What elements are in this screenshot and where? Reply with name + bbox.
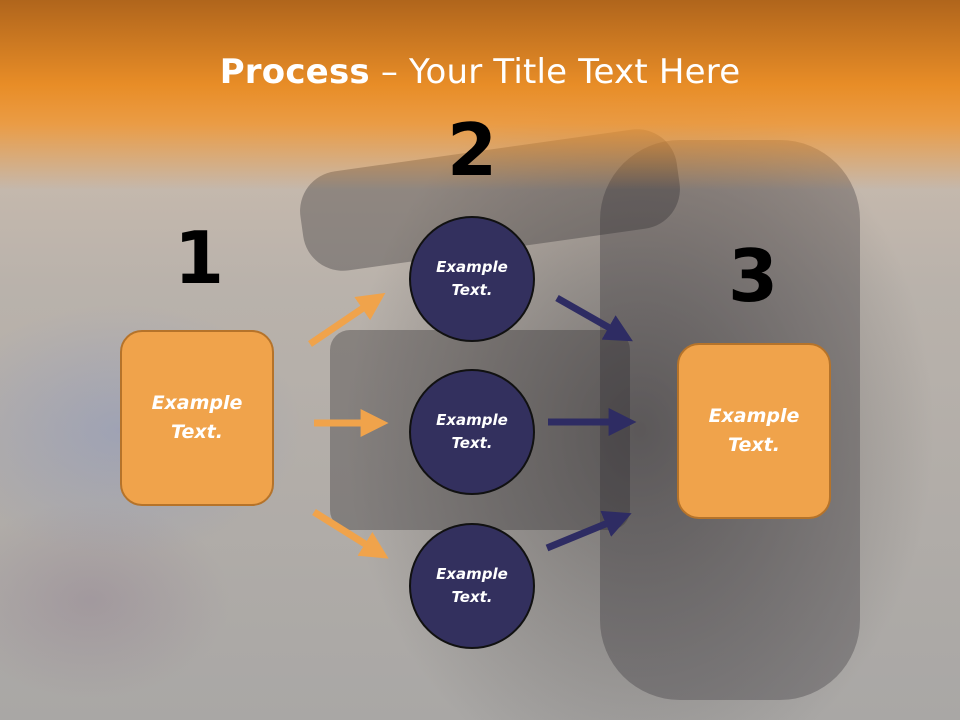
slide-title: Process – Your Title Text Here [0,52,960,92]
process-circle-2-label: Example Text. [436,411,508,452]
process-circle-1: Example Text. [409,216,535,342]
process-circle-3: Example Text. [409,523,535,649]
arrow-start-to-circle-1 [308,292,386,347]
title-band [0,0,960,190]
step-number-3: 3 [727,234,779,318]
step-number-1: 1 [173,216,225,300]
arrow-start-to-circle-3 [312,509,389,559]
end-box-label: Example Text. [708,405,800,456]
title-bold: Process [219,52,370,92]
process-circle-2: Example Text. [409,369,535,495]
arrow-circle-1-to-end [555,294,633,342]
process-circle-1-label: Example Text. [436,258,508,299]
end-box: Example Text. [677,343,831,519]
start-box-label: Example Text. [151,392,243,443]
title-rest: – Your Title Text Here [369,52,741,92]
step-number-2: 2 [446,108,498,192]
process-circle-3-label: Example Text. [436,565,508,606]
start-box: Example Text. [120,330,274,506]
arrow-circle-3-to-end [545,510,632,552]
